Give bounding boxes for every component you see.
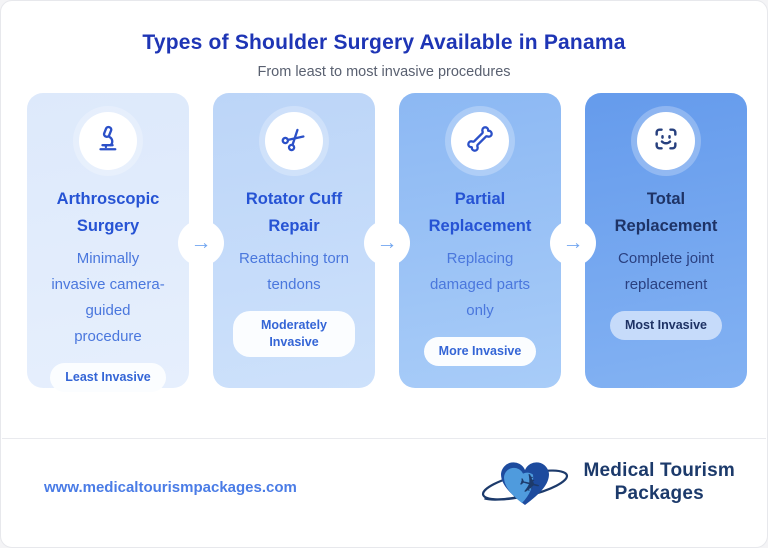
arrow-right-icon: → [550, 220, 596, 266]
card-arthroscopic-surgery: Arthroscopic Surgery Minimally invasive … [27, 93, 189, 392]
card-title: Rotator Cuff Repair [245, 190, 343, 235]
card-partial-replacement: Partial Replacement Replacing damaged pa… [399, 93, 561, 388]
face-scan-icon [652, 125, 680, 158]
brand-name: Medical Tourism Packages [583, 459, 735, 505]
card-total-replacement: Total Replacement Complete joint replace… [585, 93, 747, 388]
bone-icon [466, 125, 494, 158]
invasiveness-badge: Least Invasive [50, 363, 166, 392]
card-description: Reattaching torn tendons [238, 250, 350, 293]
arrow-right-icon: → [178, 220, 224, 266]
invasiveness-badge: Moderately Invasive [233, 311, 355, 357]
card-description: Complete joint replacement [618, 250, 714, 293]
card-rotator-cuff-repair: Rotator Cuff Repair Reattaching torn ten… [213, 93, 375, 388]
footer-divider [2, 438, 766, 439]
brand-logo: ✈ Medical Tourism Packages [479, 447, 735, 517]
microscope-icon [94, 125, 122, 158]
card-title: Arthroscopic Surgery [56, 190, 160, 235]
scissors-icon [280, 125, 308, 158]
invasiveness-badge: More Invasive [423, 337, 537, 366]
website-link[interactable]: www.medicaltourismpackages.com [44, 479, 297, 496]
invasiveness-badge: Most Invasive [610, 311, 722, 340]
card-description: Replacing damaged parts only [429, 250, 531, 319]
page-subtitle: From least to most invasive procedures [257, 64, 511, 80]
card-title: Total Replacement [614, 190, 718, 235]
heart-plane-logo-icon: ✈ [479, 447, 575, 517]
page-title: Types of Shoulder Surgery Available in P… [142, 31, 626, 54]
card-title: Partial Replacement [428, 190, 532, 235]
card-description: Minimally invasive camera-guided procedu… [51, 250, 165, 345]
arrow-right-icon: → [364, 220, 410, 266]
procedure-cards: Arthroscopic Surgery Minimally invasive … [27, 93, 747, 392]
